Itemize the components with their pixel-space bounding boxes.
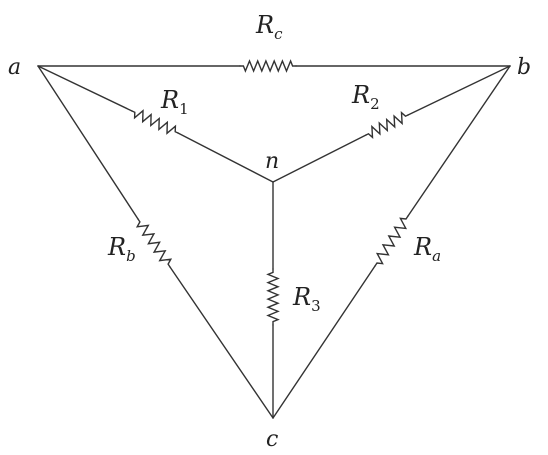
resistor-R2-zigzag xyxy=(365,110,409,140)
node-label-b: b xyxy=(517,55,531,80)
resistor-R1-zigzag xyxy=(131,109,179,135)
resistor-Rc-zigzag xyxy=(239,59,297,73)
resistor-label-Rc: Rc xyxy=(255,11,283,43)
resistor-label-R2: R2 xyxy=(351,81,380,113)
resistor-label-Ra: Ra xyxy=(413,233,441,265)
resistor-label-Rb: Rb xyxy=(107,233,136,265)
wire-b-to-Ra xyxy=(407,65,511,217)
wire-R2-to-n xyxy=(272,134,367,183)
wire-R1-to-n xyxy=(177,132,274,183)
resistor-R3-zigzag xyxy=(266,268,280,326)
node-label-n: n xyxy=(265,149,279,174)
wire-b-to-R2 xyxy=(407,65,511,116)
wire-a-to-Rb xyxy=(37,65,139,220)
node-label-c: c xyxy=(266,427,278,452)
wire-Ra-to-c xyxy=(272,265,376,419)
node-label-a: a xyxy=(8,55,21,80)
wire-Rb-to-c xyxy=(169,266,274,419)
resistor-Ra-zigzag xyxy=(374,215,409,267)
resistor-label-R3: R3 xyxy=(292,283,321,315)
resistor-label-R1: R1 xyxy=(160,86,189,118)
wire-a-to-R1 xyxy=(37,65,133,112)
resistor-Rb-zigzag xyxy=(135,218,173,268)
